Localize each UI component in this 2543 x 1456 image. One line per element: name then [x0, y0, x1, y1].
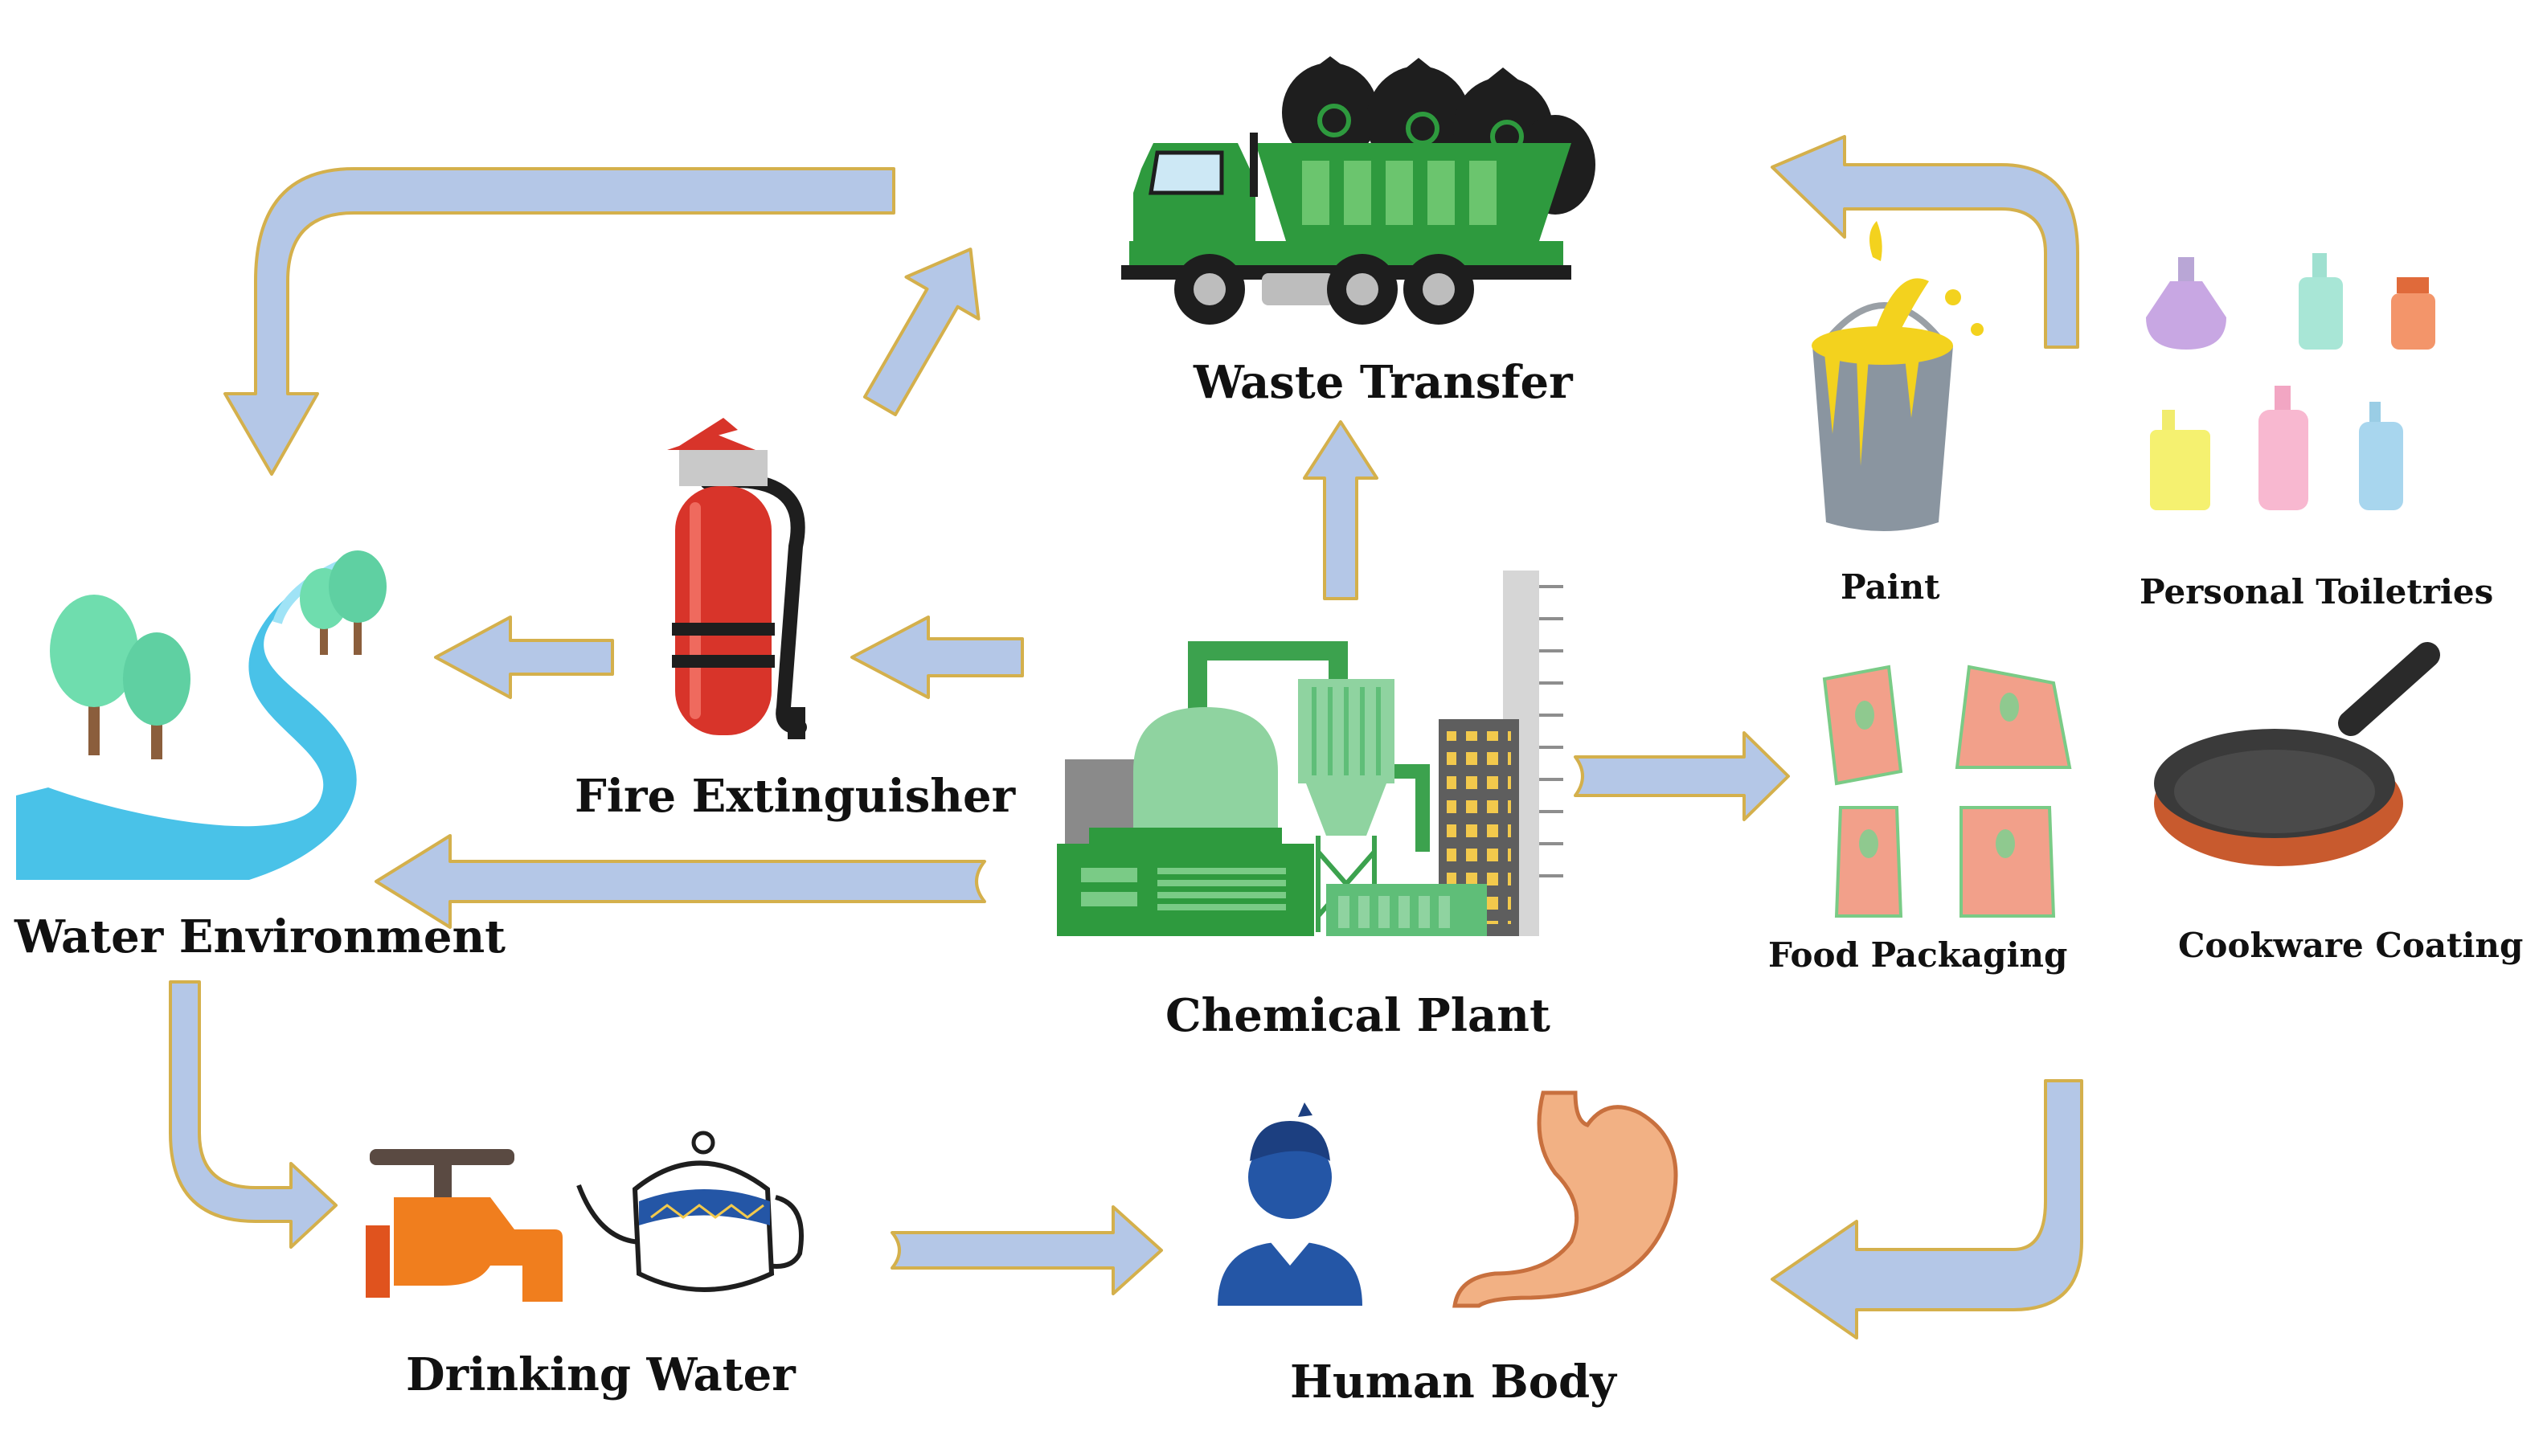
- label-chemical-plant: Chemical Plant: [1165, 989, 1550, 1042]
- arrow-plant-to-water: [375, 834, 986, 929]
- arrow-drinking-to-human: [891, 1205, 1163, 1295]
- frying-pan-icon: [2154, 642, 2440, 866]
- fire-extinguisher-icon: [667, 418, 807, 739]
- paint-bucket-icon: [1812, 221, 1984, 531]
- arrow-plant-to-waste: [1303, 420, 1378, 600]
- food-packaging-icon: [1822, 665, 2072, 918]
- label-water-environment: Water Environment: [14, 910, 506, 963]
- stomach-icon: [1452, 1090, 1678, 1308]
- label-food-packaging: Food Packaging: [1768, 935, 2068, 975]
- garbage-truck-icon: [1121, 56, 1595, 325]
- arrow-extinguisher-to-waste: [862, 247, 981, 416]
- person-icon: [1218, 1102, 1362, 1306]
- label-waste-transfer: Waste Transfer: [1194, 356, 1573, 409]
- arrows: [169, 135, 2083, 1339]
- arrow-waste-to-water: [223, 167, 895, 476]
- label-personal-toiletries: Personal Toiletries: [2140, 572, 2494, 611]
- label-human-body: Human Body: [1290, 1356, 1616, 1409]
- arrow-extinguisher-to-water: [434, 616, 614, 699]
- toiletry-bottles-icon: [2146, 253, 2435, 510]
- arrow-packaging-to-human: [1771, 1079, 2083, 1339]
- label-drinking-water: Drinking Water: [406, 1348, 796, 1401]
- teapot-icon: [576, 1131, 804, 1292]
- label-paint: Paint: [1841, 567, 1940, 607]
- arrow-products-to-waste: [1771, 135, 2079, 349]
- label-fire-extinguisher: Fire Extinguisher: [575, 770, 1016, 823]
- faucet-icon: [366, 1149, 563, 1302]
- arrow-plant-to-extinguisher: [850, 616, 1024, 699]
- chemical-plant-icon: [1057, 571, 1563, 936]
- arrow-water-to-drinking: [169, 980, 338, 1249]
- river-trees-icon: [16, 550, 387, 880]
- arrow-plant-to-packaging: [1574, 731, 1790, 821]
- label-cookware-coating: Cookware Coating: [2178, 926, 2524, 965]
